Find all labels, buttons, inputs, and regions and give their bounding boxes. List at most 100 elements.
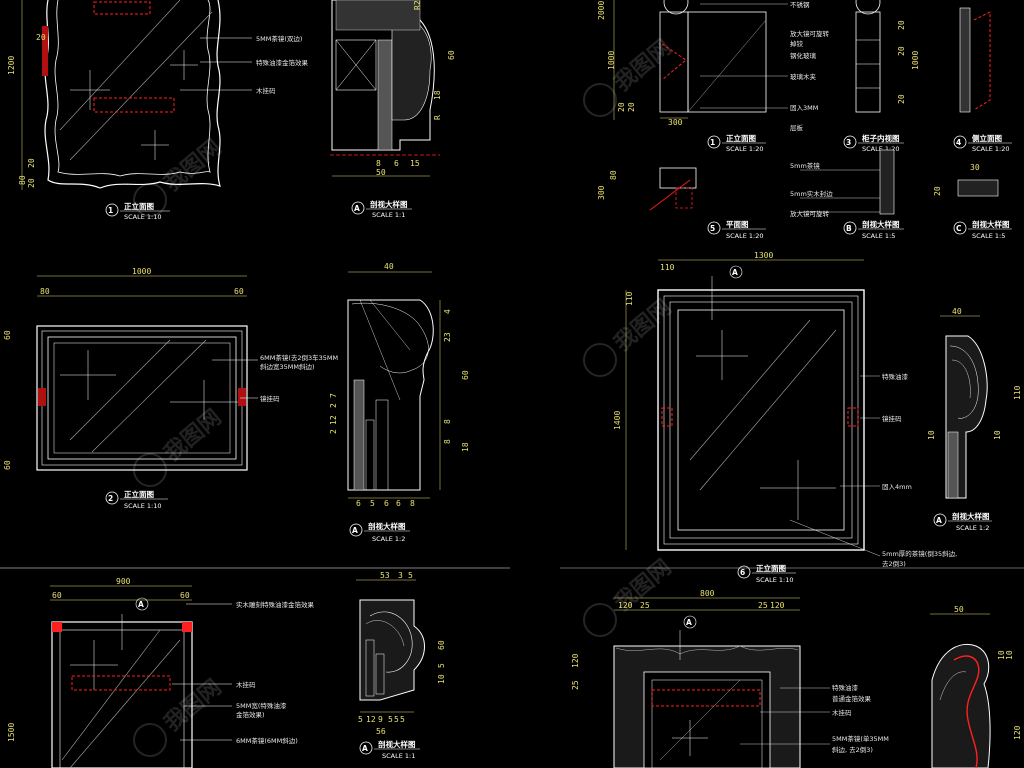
svg-text:25: 25 xyxy=(571,680,580,690)
svg-text:1300: 1300 xyxy=(754,251,773,260)
svg-text:6: 6 xyxy=(740,568,745,577)
svg-text:6: 6 xyxy=(394,159,399,168)
svg-text:60: 60 xyxy=(180,591,190,600)
svg-text:正立面图: 正立面图 xyxy=(756,563,786,573)
svg-text:110: 110 xyxy=(660,263,675,272)
svg-text:15: 15 xyxy=(410,159,420,168)
svg-text:5: 5 xyxy=(388,715,393,724)
svg-text:固入3MM: 固入3MM xyxy=(790,104,818,112)
svg-text:钢化玻璃: 钢化玻璃 xyxy=(790,51,817,60)
svg-text:10: 10 xyxy=(997,650,1006,660)
svg-text:12: 12 xyxy=(329,415,338,425)
svg-text:掉铰: 掉铰 xyxy=(790,39,804,48)
svg-text:8: 8 xyxy=(410,499,415,508)
svg-text:SCALE 1:5: SCALE 1:5 xyxy=(972,232,1005,240)
svg-text:A: A xyxy=(362,744,368,753)
svg-text:A: A xyxy=(138,600,144,609)
svg-text:110: 110 xyxy=(1013,385,1022,400)
svg-text:300: 300 xyxy=(668,118,683,127)
svg-text:20: 20 xyxy=(933,186,942,196)
svg-text:2000: 2000 xyxy=(597,1,606,20)
dim-d5: 20 xyxy=(27,178,36,188)
svg-text:A: A xyxy=(352,526,358,535)
svg-text:1000: 1000 xyxy=(607,51,616,70)
svg-text:56: 56 xyxy=(376,727,386,736)
svg-text:SCALE 1:10: SCALE 1:10 xyxy=(124,213,162,221)
title-block-5: A 剖视大样图 SCALE 1:1 xyxy=(359,739,420,760)
svg-text:剖视大样图: 剖视大样图 xyxy=(378,739,416,749)
svg-text:不锈钢: 不锈钢 xyxy=(790,0,810,9)
svg-text:5mm茶镜: 5mm茶镜 xyxy=(790,161,820,170)
title-block-3: 2 正立面图 SCALE 1:10 xyxy=(105,489,168,510)
svg-text:斜边, 去2倒3): 斜边, 去2倒3) xyxy=(832,745,873,754)
title-block-11: C 剖视大样图 SCALE 1:5 xyxy=(953,219,1012,240)
svg-text:120: 120 xyxy=(618,601,633,610)
svg-text:60: 60 xyxy=(3,460,12,470)
svg-text:SCALE 1:20: SCALE 1:20 xyxy=(972,145,1010,153)
svg-text:3: 3 xyxy=(398,571,403,580)
svg-text:50: 50 xyxy=(376,168,386,177)
title-block-6: 1 正立面图 SCALE 1:20 xyxy=(707,133,766,153)
svg-text:8: 8 xyxy=(376,159,381,168)
svg-text:1400: 1400 xyxy=(613,411,622,430)
note-n3: 木挂码 xyxy=(256,86,276,95)
svg-text:A: A xyxy=(732,268,738,277)
svg-text:1: 1 xyxy=(710,138,715,147)
svg-text:6: 6 xyxy=(384,499,389,508)
svg-text:B: B xyxy=(846,224,852,233)
svg-text:镜挂码: 镜挂码 xyxy=(882,414,902,423)
svg-text:53: 53 xyxy=(380,571,390,580)
svg-text:正立面图: 正立面图 xyxy=(726,133,756,143)
dim-d4: 80 xyxy=(18,175,27,185)
svg-text:SCALE 1:20: SCALE 1:20 xyxy=(862,145,900,153)
svg-text:R20: R20 xyxy=(413,0,422,10)
dim-d2: 20 xyxy=(36,33,46,42)
svg-text:剖视大样图: 剖视大样图 xyxy=(972,219,1010,229)
svg-text:6MM茶镜(6MM斜边): 6MM茶镜(6MM斜边) xyxy=(236,736,298,745)
svg-text:5: 5 xyxy=(358,715,363,724)
svg-text:正立面图: 正立面图 xyxy=(124,489,154,499)
svg-text:1500: 1500 xyxy=(7,723,16,742)
svg-text:柜子内视图: 柜子内视图 xyxy=(861,133,900,143)
svg-text:特殊油漆: 特殊油漆 xyxy=(882,372,909,381)
svg-text:80: 80 xyxy=(609,170,618,180)
svg-text:R: R xyxy=(433,115,442,120)
svg-text:5: 5 xyxy=(400,715,405,724)
svg-text:1000: 1000 xyxy=(132,267,151,276)
svg-text:4: 4 xyxy=(443,309,452,314)
svg-text:3: 3 xyxy=(846,138,851,147)
svg-text:12: 12 xyxy=(366,715,376,724)
svg-text:23: 23 xyxy=(443,332,452,342)
title-block-1: 1 正立面图 SCALE 1:10 xyxy=(105,201,170,221)
svg-text:25: 25 xyxy=(758,601,768,610)
svg-text:20: 20 xyxy=(897,94,906,104)
svg-text:60: 60 xyxy=(3,330,12,340)
svg-text:120: 120 xyxy=(770,601,785,610)
svg-text:1: 1 xyxy=(108,206,113,215)
svg-text:6MM茶镜(去2倒3车35MM: 6MM茶镜(去2倒3车35MM xyxy=(260,353,338,362)
svg-text:60: 60 xyxy=(437,640,446,650)
svg-text:1000: 1000 xyxy=(911,51,920,70)
drawing-2-profile-section: R20 60 18 R 8 6 15 50 A 剖视大样图 SCALE 1:1 xyxy=(330,0,456,219)
svg-text:正立面图: 正立面图 xyxy=(124,201,154,211)
svg-text:4: 4 xyxy=(956,138,961,147)
title-block-9: 5 平面图 SCALE 1:20 xyxy=(707,220,766,240)
svg-text:A: A xyxy=(936,516,942,525)
svg-text:10: 10 xyxy=(993,430,1002,440)
svg-text:SCALE 1:20: SCALE 1:20 xyxy=(726,232,764,240)
title-block-13: A 剖视大样图 SCALE 1:2 xyxy=(933,511,992,532)
svg-text:8: 8 xyxy=(443,419,452,424)
svg-text:5mm厚的茶镜(倒35斜边,: 5mm厚的茶镜(倒35斜边, xyxy=(882,549,957,558)
svg-text:10: 10 xyxy=(437,674,446,684)
svg-text:剖视大样图: 剖视大样图 xyxy=(862,219,900,229)
svg-text:5MM茶镜(单35MM: 5MM茶镜(单35MM xyxy=(832,734,889,743)
drawing-6-bottom-profile: 53 3 5 60 5 10 5 12 9 5 5 5 56 A 剖视大样图 S… xyxy=(356,571,446,760)
svg-text:2: 2 xyxy=(329,429,338,434)
svg-text:5: 5 xyxy=(437,663,446,668)
svg-text:固入4mm: 固入4mm xyxy=(882,483,912,491)
svg-text:斜边宽35MM斜边): 斜边宽35MM斜边) xyxy=(260,362,315,371)
svg-text:5mm实木封边: 5mm实木封边 xyxy=(790,189,833,198)
svg-text:30: 30 xyxy=(970,163,980,172)
svg-text:侧立面图: 侧立面图 xyxy=(972,133,1002,143)
title-block-8: 4 侧立面图 SCALE 1:20 xyxy=(953,133,1012,153)
